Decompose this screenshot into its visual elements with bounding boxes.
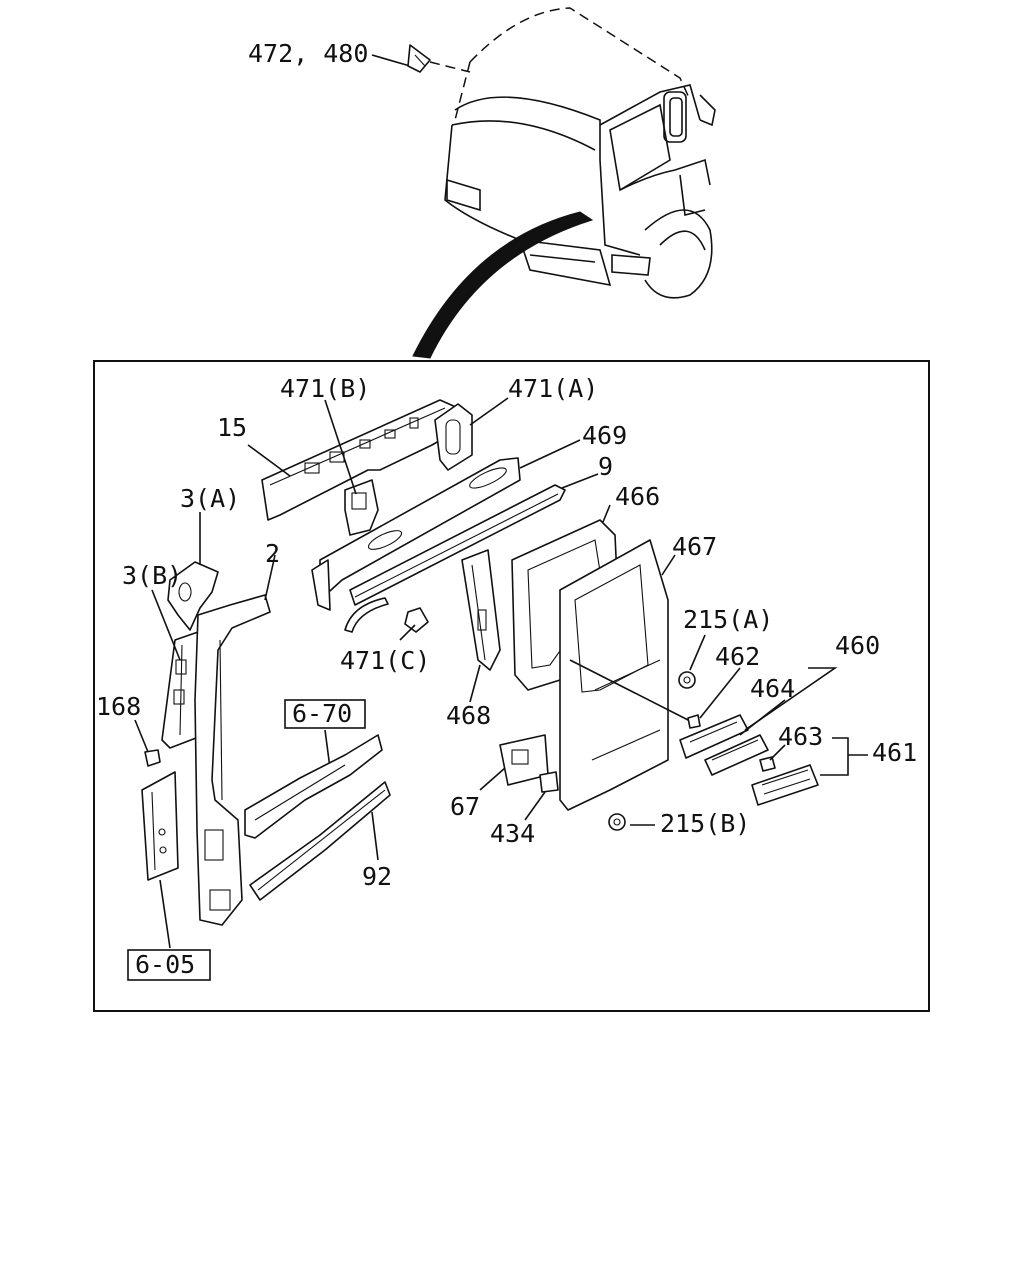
callout-471c: 471(C) xyxy=(340,646,430,675)
callout-9: 9 xyxy=(598,452,613,481)
part-3a-gusset: 3(A) xyxy=(167,484,240,631)
callout-3a: 3(A) xyxy=(180,484,240,513)
part-471b-bracket: 471(B) xyxy=(280,374,379,536)
callout-3b: 3(B) xyxy=(122,561,182,590)
callout-215a: 215(A) xyxy=(683,605,773,634)
detail-frame xyxy=(93,360,930,1012)
callout-471b: 471(B) xyxy=(280,374,370,403)
callout-67: 67 xyxy=(450,792,480,821)
part-67-bracket: 67 xyxy=(450,734,549,821)
callout-15: 15 xyxy=(217,413,247,442)
part-168-bolt: 168 xyxy=(96,692,161,767)
part-2-rear-pillar: 2 xyxy=(194,539,280,926)
ref-box-6-05 xyxy=(127,949,211,981)
callout-462: 462 xyxy=(715,642,760,671)
part-215a-nut: 215(A) xyxy=(678,605,773,689)
part-468-inner-pillar: 468 xyxy=(446,549,501,730)
part-471a-bracket: 471(A) xyxy=(434,374,598,471)
part-434-clip: 434 xyxy=(490,771,559,848)
callout-2: 2 xyxy=(265,539,280,568)
part-lamp-assembly: 462 464 460 463 461 xyxy=(569,631,917,806)
part-9-channel: 9 xyxy=(349,452,613,606)
part-469-rear-header: 469 xyxy=(311,421,627,611)
callout-6-70: 6-70 xyxy=(292,699,352,728)
part-215b-nut: 215(B) xyxy=(608,809,750,838)
part-6-70-sill: 6-70 xyxy=(244,699,383,839)
truck-cab-overview: 472, 480 xyxy=(248,7,716,359)
callout-215b: 215(B) xyxy=(660,809,750,838)
callout-466: 466 xyxy=(615,482,660,511)
callout-463: 463 xyxy=(778,722,823,751)
callout-92: 92 xyxy=(362,862,392,891)
callout-468: 468 xyxy=(446,701,491,730)
callout-6-05: 6-05 xyxy=(135,950,195,979)
callout-434: 434 xyxy=(490,819,535,848)
callout-471a: 471(A) xyxy=(508,374,598,403)
part-471c-clip: 471(C) xyxy=(340,597,430,675)
part-92-sill-member: 92 xyxy=(249,781,392,901)
callout-461: 461 xyxy=(872,738,917,767)
callout-460: 460 xyxy=(835,631,880,660)
callout-168: 168 xyxy=(96,692,141,721)
ref-box-6-70 xyxy=(284,699,366,729)
callout-464: 464 xyxy=(750,674,795,703)
part-6-05-lower-bracket: 6-05 xyxy=(127,771,211,981)
part-467-rear-side-panel: 467 xyxy=(559,532,717,811)
part-3b-reinforcement: 3(B) xyxy=(122,561,199,749)
callout-467: 467 xyxy=(672,532,717,561)
callout-469: 469 xyxy=(582,421,627,450)
part-15-header-panel: 15 xyxy=(217,399,459,521)
callout-472-480: 472, 480 xyxy=(248,39,368,68)
